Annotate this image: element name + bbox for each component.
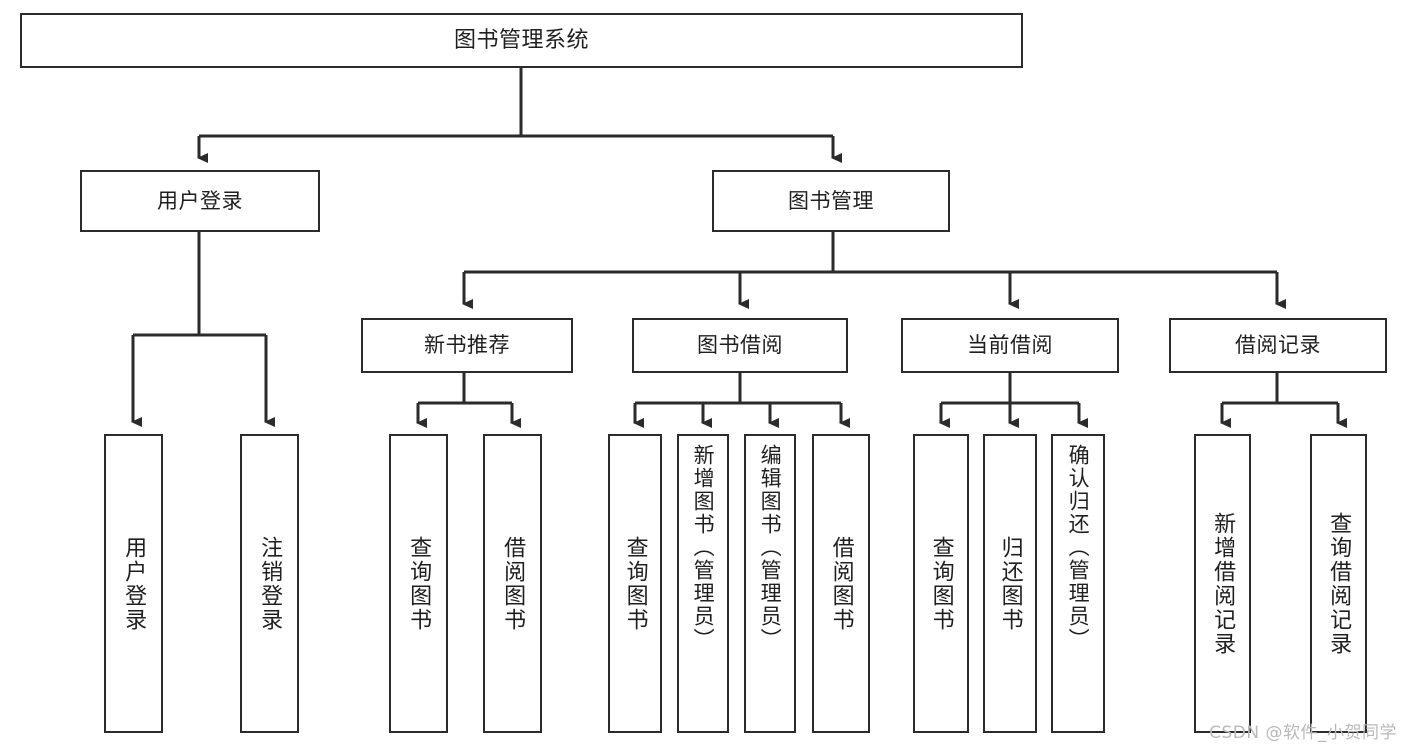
node-leaf-borrow-book-2[interactable]: 借阅图书 — [812, 434, 870, 733]
node-borrow-record[interactable]: 借阅记录 — [1169, 318, 1387, 373]
node-leaf-return-book-label: 归还图书 — [997, 535, 1023, 632]
node-user-login-label: 用户登录 — [157, 188, 243, 213]
node-leaf-confirm-return[interactable]: 确认归还（管理员） — [1051, 434, 1105, 733]
node-book-borrow-label: 图书借阅 — [697, 333, 783, 358]
node-book-borrow[interactable]: 图书借阅 — [632, 318, 848, 373]
node-leaf-add-book[interactable]: 新增图书（管理员） — [677, 434, 729, 733]
node-leaf-user-login-label: 用户登录 — [121, 535, 147, 632]
node-leaf-query-record-label: 查询借阅记录 — [1326, 511, 1352, 656]
node-leaf-edit-book-label: 编辑图书（管理员） — [758, 444, 783, 651]
node-leaf-query-book-1-label: 查询图书 — [406, 535, 432, 632]
node-book-manage-label: 图书管理 — [788, 188, 874, 213]
node-leaf-add-record[interactable]: 新增借阅记录 — [1194, 434, 1251, 733]
node-leaf-add-record-label: 新增借阅记录 — [1210, 511, 1236, 656]
node-leaf-confirm-return-label: 确认归还（管理员） — [1066, 444, 1091, 651]
node-new-book-recommend[interactable]: 新书推荐 — [361, 318, 573, 373]
node-leaf-edit-book[interactable]: 编辑图书（管理员） — [744, 434, 796, 733]
watermark: CSDN @软件_小贺同学 — [1209, 723, 1397, 743]
node-leaf-add-book-label: 新增图书（管理员） — [691, 444, 716, 651]
node-leaf-query-book-2[interactable]: 查询图书 — [608, 434, 662, 733]
node-leaf-query-book-3-label: 查询图书 — [928, 535, 954, 632]
node-new-book-recommend-label: 新书推荐 — [424, 333, 510, 358]
node-root[interactable]: 图书管理系统 — [20, 13, 1023, 68]
node-root-label: 图书管理系统 — [453, 27, 589, 53]
node-leaf-query-record[interactable]: 查询借阅记录 — [1310, 434, 1367, 733]
node-user-login[interactable]: 用户登录 — [80, 170, 320, 232]
node-leaf-logout-label: 注销登录 — [257, 535, 283, 632]
node-current-borrow[interactable]: 当前借阅 — [901, 318, 1119, 373]
node-book-manage[interactable]: 图书管理 — [712, 170, 950, 232]
node-leaf-borrow-book-2-label: 借阅图书 — [828, 535, 854, 632]
node-leaf-user-login[interactable]: 用户登录 — [104, 434, 163, 733]
node-leaf-return-book[interactable]: 归还图书 — [983, 434, 1037, 733]
node-leaf-logout[interactable]: 注销登录 — [240, 434, 299, 733]
node-leaf-query-book-3[interactable]: 查询图书 — [913, 434, 969, 733]
node-current-borrow-label: 当前借阅 — [967, 333, 1053, 358]
node-borrow-record-label: 借阅记录 — [1235, 333, 1321, 358]
node-leaf-query-book-1[interactable]: 查询图书 — [389, 434, 448, 733]
node-leaf-borrow-book-1-label: 借阅图书 — [500, 535, 526, 632]
node-leaf-borrow-book-1[interactable]: 借阅图书 — [483, 434, 542, 733]
node-leaf-query-book-2-label: 查询图书 — [622, 535, 648, 632]
